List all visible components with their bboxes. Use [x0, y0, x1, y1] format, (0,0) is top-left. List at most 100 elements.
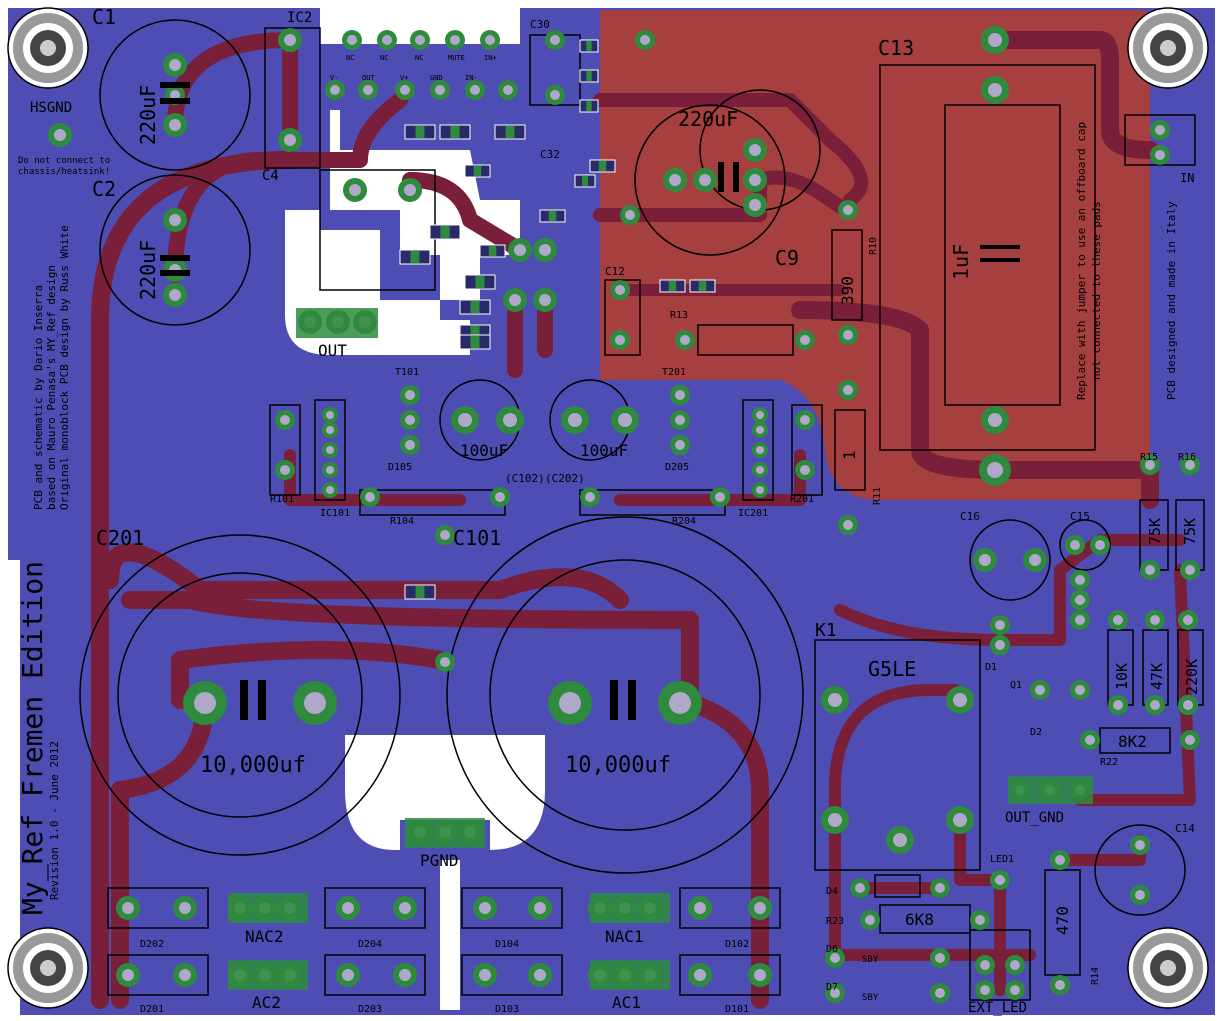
pad-hole-33 — [843, 205, 853, 215]
label-ac1: AC1 — [612, 993, 641, 1012]
pad-hole-103 — [995, 640, 1005, 650]
pad-hole-132 — [179, 902, 191, 914]
pad-hole-117 — [975, 915, 985, 925]
pad-hole-58 — [326, 426, 334, 434]
label-led1: LED1 — [990, 854, 1014, 865]
label-r11: R11 — [872, 487, 883, 505]
label-hsgnd: HSGND — [30, 100, 72, 116]
ic-pin-top-4: IN+ — [484, 54, 497, 62]
pad-hole-137 — [342, 969, 354, 981]
pad-hole-29 — [615, 285, 625, 295]
pad-hole-73 — [365, 492, 375, 502]
smd-body-3 — [586, 41, 592, 51]
pad-hole-94 — [1113, 615, 1123, 625]
smd-body-17 — [470, 336, 480, 348]
ic-pin-bottom-4: IN- — [465, 74, 478, 82]
pad-hole-86 — [1185, 565, 1195, 575]
r201-outline — [791, 404, 823, 496]
pad-hole-115 — [935, 883, 945, 893]
label-r21-value: 220K — [1183, 659, 1201, 695]
d103-outline — [461, 954, 563, 996]
label-nac2: NAC2 — [245, 927, 284, 946]
pad-hole-76 — [715, 492, 725, 502]
label-ac2: AC2 — [252, 993, 281, 1012]
top-copper-pour — [600, 10, 1150, 500]
mounting-hole-center-1 — [40, 40, 56, 56]
pad-hole-131 — [122, 902, 134, 914]
pad-hole-71 — [675, 415, 685, 425]
label-ic101: IC101 — [320, 508, 350, 519]
label-r23-value: 6K8 — [905, 910, 934, 929]
pad-hole-99 — [1183, 700, 1193, 710]
label-d1: D1 — [985, 662, 997, 673]
label-r20-value: 47K — [1148, 663, 1166, 690]
pad-hole-134 — [399, 902, 411, 914]
pad-hole-48 — [749, 199, 761, 211]
pad-hole-101 — [1185, 735, 1195, 745]
smd-body-1 — [450, 126, 460, 138]
pad-hole-143 — [479, 969, 491, 981]
label-d203: D203 — [358, 1004, 382, 1015]
c14-outline — [1094, 824, 1186, 916]
pad-hole-106 — [828, 693, 842, 707]
label-c32: C32 — [540, 148, 560, 161]
label-r15-value: 75K — [1146, 518, 1164, 545]
board-title: My_Ref Fremen Edition — [16, 561, 50, 915]
label-ext-led: EXT_LED — [968, 1000, 1027, 1016]
r14-outline — [1044, 869, 1081, 976]
pad-hole-64 — [756, 446, 764, 454]
label-t201: T201 — [662, 367, 686, 378]
label-c101-value: 10,000uf — [565, 753, 671, 778]
pad-hole-91 — [1075, 575, 1085, 585]
pad-hole-124 — [830, 988, 840, 998]
pad-hole-84 — [1185, 460, 1195, 470]
pad-hole-80 — [304, 692, 326, 714]
pad-hole-30 — [615, 335, 625, 345]
pad-hole-67 — [405, 390, 415, 400]
pad-hole-5 — [169, 289, 181, 301]
left-strip-white — [0, 0, 8, 1021]
smd-body-5 — [586, 101, 592, 111]
pad-hole-125 — [935, 988, 945, 998]
pad-hole-2 — [169, 119, 181, 131]
pad-hole-57 — [326, 411, 334, 419]
d204-outline — [324, 887, 426, 929]
pad-hole-65 — [756, 466, 764, 474]
connector-block-4 — [296, 308, 378, 338]
pad-hole-50 — [503, 413, 517, 427]
label-r101: R101 — [270, 494, 294, 505]
label-out: OUT — [318, 341, 347, 360]
label-q1: Q1 — [1010, 680, 1022, 691]
label-c2-value: 220uF — [136, 240, 160, 300]
pad-hole-60 — [326, 466, 334, 474]
pad-hole-26 — [539, 244, 551, 256]
label-k1: K1 — [815, 620, 837, 641]
label-ic2: IC2 — [287, 10, 312, 26]
pad-hole-110 — [953, 813, 967, 827]
mounting-hole-center-3 — [40, 960, 56, 976]
pad-hole-66 — [756, 486, 764, 494]
board-cutout-slot — [440, 860, 460, 1010]
smd-body-19 — [473, 166, 482, 176]
smd-body-6 — [475, 276, 485, 288]
pad-hole-20 — [550, 90, 560, 100]
c13-inner — [944, 104, 1061, 406]
label-r16-value: 75K — [1181, 518, 1199, 545]
jumper-note-2: not connected to these pads — [1090, 201, 1103, 380]
smd-parts — [399, 39, 716, 600]
pad-hole-42 — [1155, 125, 1165, 135]
pad-hole-31 — [680, 335, 690, 345]
pad-hole-93 — [1075, 615, 1085, 625]
smd-body-8 — [470, 326, 480, 338]
label-ic201: IC201 — [738, 508, 768, 519]
pad-hole-92 — [1075, 595, 1085, 605]
mounting-hole-center-4 — [1160, 960, 1176, 976]
pad-hole-102 — [995, 620, 1005, 630]
ic-pin-top-3: MUTE — [448, 54, 465, 62]
pad-hole-89 — [1070, 540, 1080, 550]
pad-hole-17 — [470, 85, 480, 95]
pad-hole-34 — [843, 330, 853, 340]
label-c13-value: 1uF — [949, 244, 973, 280]
pad-hole-43 — [1155, 150, 1165, 160]
pad-hole-114 — [855, 883, 865, 893]
